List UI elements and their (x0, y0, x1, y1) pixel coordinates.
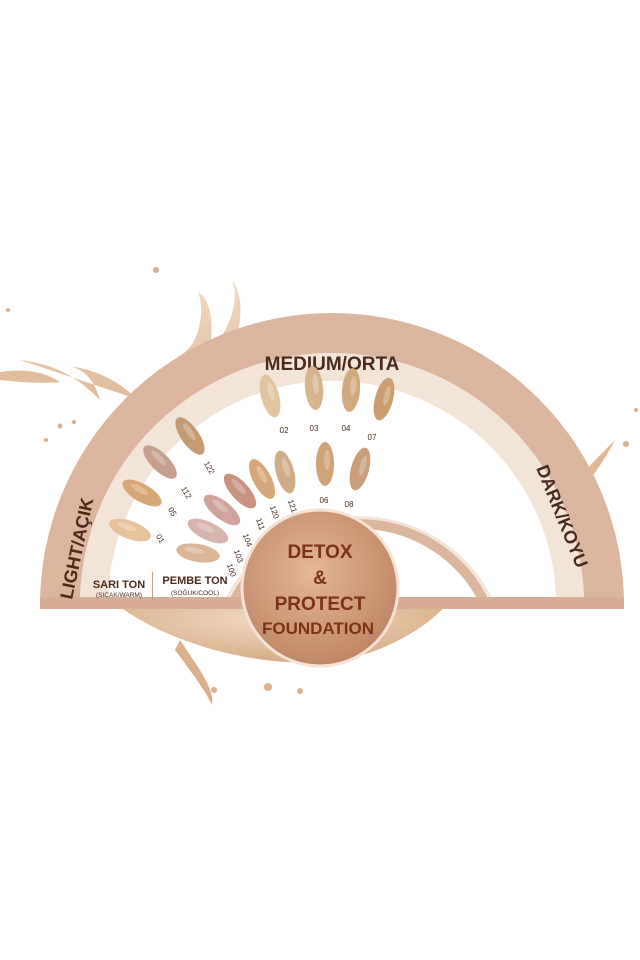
shade-swatch-122 (175, 417, 205, 455)
shade-swatch-120 (248, 459, 276, 499)
shade-swatch-08 (349, 447, 371, 491)
shade-code-03: 03 (310, 424, 319, 433)
shade-highlight-08 (359, 455, 367, 476)
shade-swatch-04 (341, 368, 361, 412)
shade-swatch-121 (274, 450, 296, 494)
shade-swatch-03 (304, 366, 324, 410)
outer-ring (40, 313, 624, 605)
shade-highlight-100 (184, 546, 205, 554)
shade-highlight-02 (267, 381, 275, 402)
shade-swatch-104 (203, 494, 241, 526)
shade-highlight-01 (117, 522, 137, 532)
shade-code-104: 104 (241, 532, 254, 548)
center-line-2: & (313, 568, 327, 589)
shade-swatch-01 (109, 518, 151, 542)
tone-warm-title: SARI TON (93, 579, 145, 591)
shade-code-04: 04 (342, 424, 351, 433)
center-line-4: FOUNDATION (262, 619, 374, 638)
shade-swatch-111 (223, 473, 257, 509)
shade-highlight-06 (324, 450, 330, 470)
shade-code-103: 103 (232, 548, 245, 564)
shade-highlight-121 (282, 457, 290, 478)
ring-label-medium: MEDIUM/ORTA (265, 354, 400, 375)
shade-code-100: 100 (225, 562, 238, 578)
shade-highlight-05 (130, 483, 149, 495)
shade-highlight-03 (312, 373, 319, 394)
shade-code-121: 121 (286, 498, 299, 514)
center-line-3: PROTECT (275, 594, 366, 615)
shade-code-02: 02 (280, 426, 289, 435)
tone-warm-subtitle: (SICAK/WARM) (96, 592, 142, 599)
tone-cool-title: PEMBE TON (162, 575, 227, 587)
shade-swatch-05 (122, 479, 162, 507)
shade-highlight-103 (196, 522, 215, 533)
shade-swatch-02 (259, 374, 281, 418)
shade-code-07: 07 (368, 433, 377, 442)
center-line-1: DETOX (287, 542, 352, 563)
shade-code-06: 06 (320, 496, 329, 505)
shade-highlight-07 (383, 385, 391, 406)
shade-highlight-111 (231, 478, 246, 495)
shade-code-08: 08 (345, 500, 354, 509)
shade-highlight-104 (211, 499, 229, 513)
shade-swatch-103 (187, 518, 229, 544)
shade-swatch-06 (316, 442, 334, 486)
shade-highlight-04 (350, 376, 357, 397)
shade-swatch-112 (143, 445, 177, 479)
shade-swatch-07 (373, 377, 395, 421)
shade-code-120: 120 (268, 504, 281, 520)
shade-highlight-120 (256, 465, 268, 484)
tone-cool-subtitle: (SOĞUK/COOL) (171, 588, 219, 597)
shade-swatch-100 (176, 543, 220, 563)
shade-highlight-122 (183, 423, 196, 440)
center-badge (242, 510, 398, 666)
shade-highlight-112 (151, 450, 166, 466)
shade-code-111: 111 (254, 517, 267, 532)
